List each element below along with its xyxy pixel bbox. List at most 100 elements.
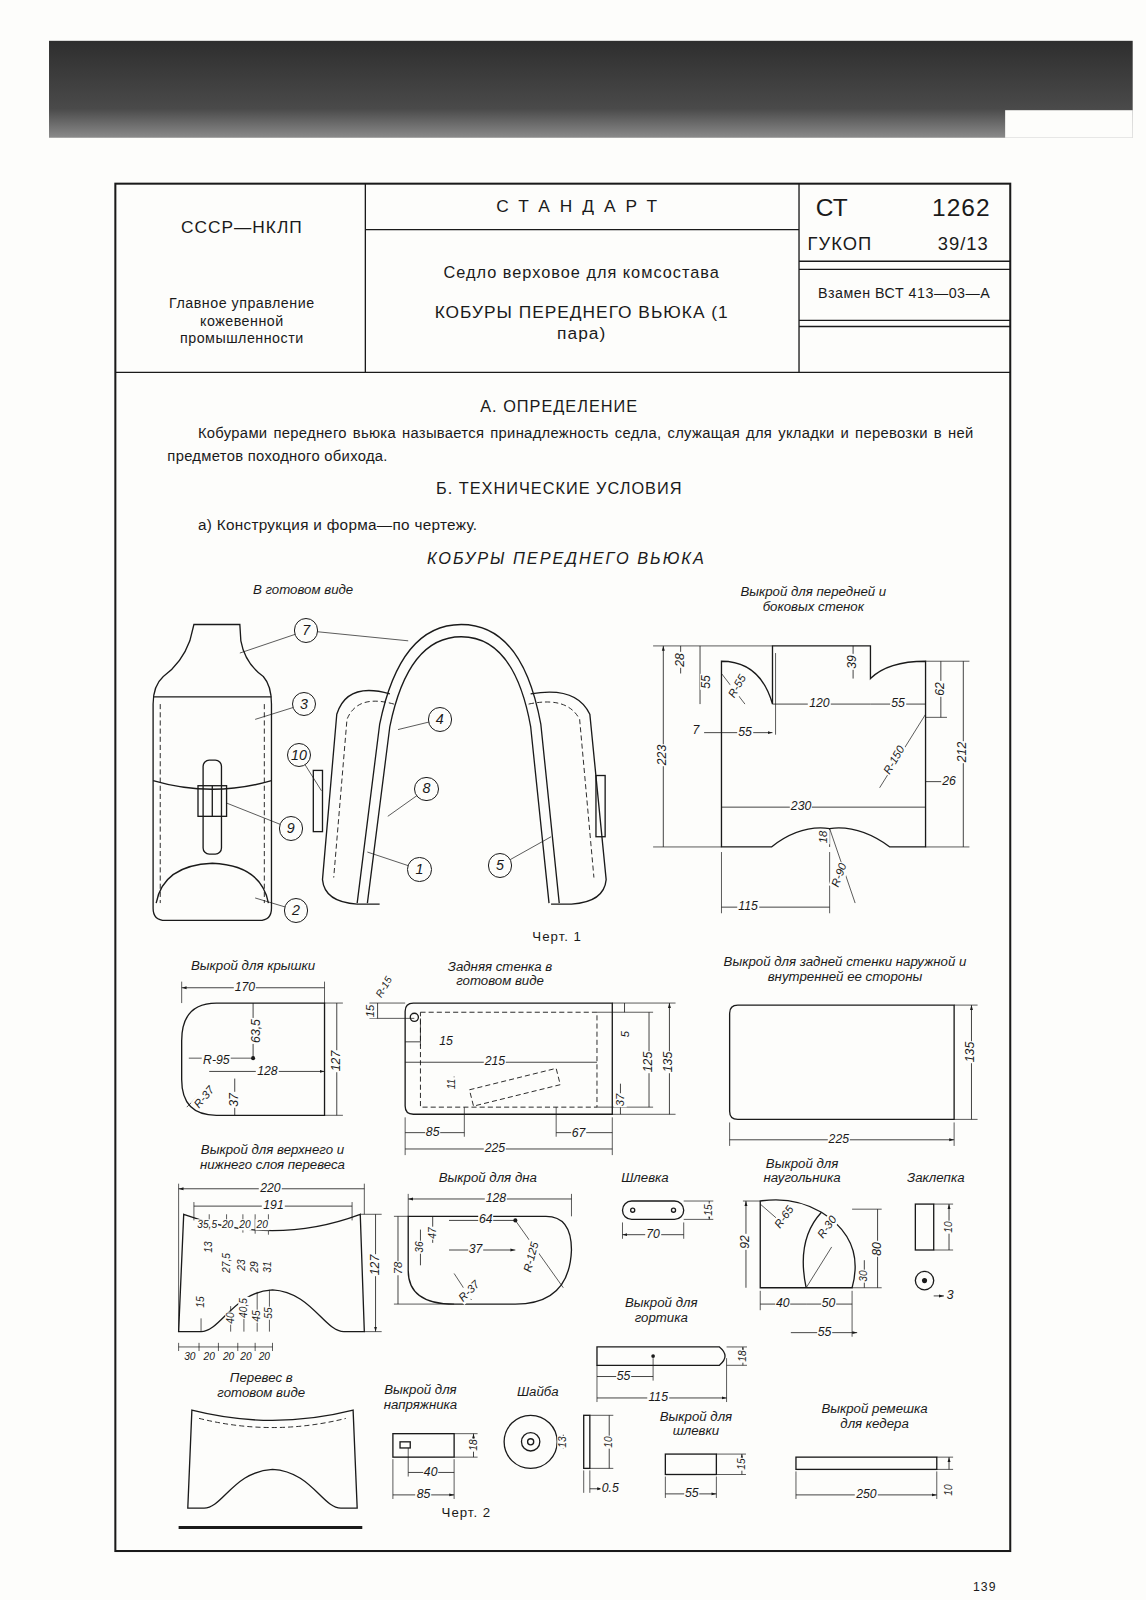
header-text: 39/13 <box>938 233 989 255</box>
pattern-title: Задняя стенка в готовом виде <box>445 960 554 990</box>
dimension-label: Шайба <box>516 1385 560 1400</box>
dimension-label: 45 <box>251 1310 262 1323</box>
dimension-label: 37 <box>228 1092 242 1108</box>
pattern-title: Выкрой для передней и боковых стенок <box>736 585 891 615</box>
callout-number: 10 <box>291 747 307 764</box>
dimension-label: 15 <box>736 1458 747 1471</box>
heading-text: Черт. 2 <box>441 1506 493 1521</box>
dimension-label: 20 <box>221 1219 234 1230</box>
dimension-label: 18 <box>468 1438 479 1451</box>
dimension-label: 55 <box>890 697 906 711</box>
pattern-title: Выкрой для наугольника <box>755 1157 849 1187</box>
dimension-label: 230 <box>790 800 812 814</box>
callout-circle: 1 <box>407 857 431 881</box>
dimension-label: 15 <box>438 1035 454 1049</box>
dimension-label: 212 <box>956 741 970 763</box>
dimension-label: 63,5 <box>250 1018 264 1044</box>
callout-circle: 2 <box>284 898 308 922</box>
body-text: Кобурами переднего вьюка называется прин… <box>166 422 974 467</box>
dimension-label: 128 <box>256 1065 278 1079</box>
heading-text: 139 <box>972 1581 997 1595</box>
dimension-label: 78 <box>392 1261 405 1275</box>
callout-number: 5 <box>496 857 504 874</box>
callout-circle: 3 <box>292 692 316 716</box>
dimension-label: 7 <box>692 724 701 738</box>
dimension-label: 115 <box>737 900 759 914</box>
heading-text: Б. ТЕХНИЧЕСКИЕ УСЛОВИЯ <box>435 479 684 497</box>
callout-circle: 4 <box>428 707 452 731</box>
dimension-label: 35,5 <box>196 1219 218 1230</box>
dimension-label: 125 <box>642 1051 656 1073</box>
dimension-label: 55 <box>616 1370 632 1384</box>
header-cell: СТ1262ГУКОП39/13 <box>799 184 1010 264</box>
header-text: Седло верховое для комсостава <box>443 264 719 284</box>
dimension-label: R-55 <box>725 671 749 700</box>
dimension-label: 20 <box>203 1352 216 1363</box>
dimension-label: 20 <box>258 1352 271 1363</box>
callout-number: 8 <box>423 780 431 797</box>
header-cell: Взамен ВСТ 413—03—А <box>799 270 1010 321</box>
dimension-label: 15 <box>704 1204 715 1217</box>
dimension-label: Заклепка <box>906 1170 966 1185</box>
dimension-label: 127 <box>369 1254 383 1276</box>
pattern-title: Выкрой для шлевки <box>652 1410 741 1440</box>
dimension-label: 135 <box>965 1041 979 1063</box>
pattern-title: Выкрой ремешка для кедера <box>812 1403 936 1433</box>
dimension-label: 220 <box>259 1182 281 1196</box>
dimension-label: 55 <box>737 726 753 740</box>
dimension-label: Шлевка <box>620 1170 670 1185</box>
dimension-label: 13 <box>558 1435 569 1448</box>
dimension-label: R-15 <box>373 974 395 1001</box>
heading-text: Черт. 1 <box>531 929 583 944</box>
dimension-label: R-90 <box>828 860 849 889</box>
dimension-label: 10 <box>943 1483 954 1496</box>
dimension-label: 55 <box>684 1487 700 1501</box>
dimension-label: 11 <box>446 1077 457 1090</box>
pattern-title: Выкрой для гортика <box>618 1296 704 1326</box>
callout-number: 1 <box>415 861 423 878</box>
dimension-label: 10 <box>943 1220 954 1233</box>
header-text: СССР—НКЛП <box>181 216 303 237</box>
dimension-label: 47 <box>427 1226 438 1239</box>
dimension-label: 128 <box>485 1192 507 1206</box>
dimension-label: 20 <box>239 1352 252 1363</box>
dimension-label: 115 <box>647 1391 669 1405</box>
dimension-label: 27,5 <box>221 1252 232 1274</box>
dimension-label: 20 <box>256 1219 269 1230</box>
dimension-label: 70 <box>645 1228 661 1242</box>
dimension-label: 92 <box>739 1234 753 1250</box>
dimension-label: 18 <box>737 1350 748 1363</box>
dimension-label: 39 <box>846 654 860 670</box>
dimension-label: R-37 <box>456 1277 483 1304</box>
dimension-label: 28 <box>674 652 688 668</box>
dimension-label: 5 <box>618 1030 631 1038</box>
dimension-label: 120 <box>808 697 830 711</box>
header-text: 1262 <box>932 193 990 222</box>
pattern-title: Перевес в готовом виде <box>209 1371 313 1401</box>
callout-number: 4 <box>436 711 444 728</box>
dimension-label: R-37 <box>191 1083 218 1111</box>
dimension-label: 191 <box>262 1199 284 1213</box>
callout-circle: 5 <box>488 853 512 877</box>
dimension-label: 36 <box>415 1240 426 1253</box>
dimension-label: 0.5 <box>601 1482 620 1496</box>
callout-circle: 8 <box>414 777 438 801</box>
dimension-label: 30 <box>183 1352 196 1363</box>
dimension-label: 10 <box>604 1435 615 1448</box>
header-text: Взамен ВСТ 413—03—А <box>818 285 990 302</box>
dimension-label: 26 <box>941 775 957 789</box>
dimension-label: 15 <box>195 1295 206 1308</box>
dimension-label: 30 <box>859 1269 870 1282</box>
dimension-label: 3 <box>946 1289 955 1303</box>
heading-text: А. ОПРЕДЕЛЕНИЕ <box>479 397 639 415</box>
dimension-label: 64 <box>478 1214 494 1228</box>
dimension-label: 40 <box>225 1312 236 1325</box>
dimension-label: 50 <box>821 1297 837 1311</box>
dimension-label: 37 <box>614 1093 627 1107</box>
dimension-label: R-150 <box>880 743 907 777</box>
pattern-title: Выкрой для задней стенки наружной и внут… <box>716 956 973 986</box>
dimension-label: 135 <box>663 1051 677 1073</box>
dimension-label: Выкрой для дна <box>438 1170 538 1185</box>
dimension-label: 223 <box>656 744 670 766</box>
header-text: СТАНДАРТ <box>496 196 667 217</box>
